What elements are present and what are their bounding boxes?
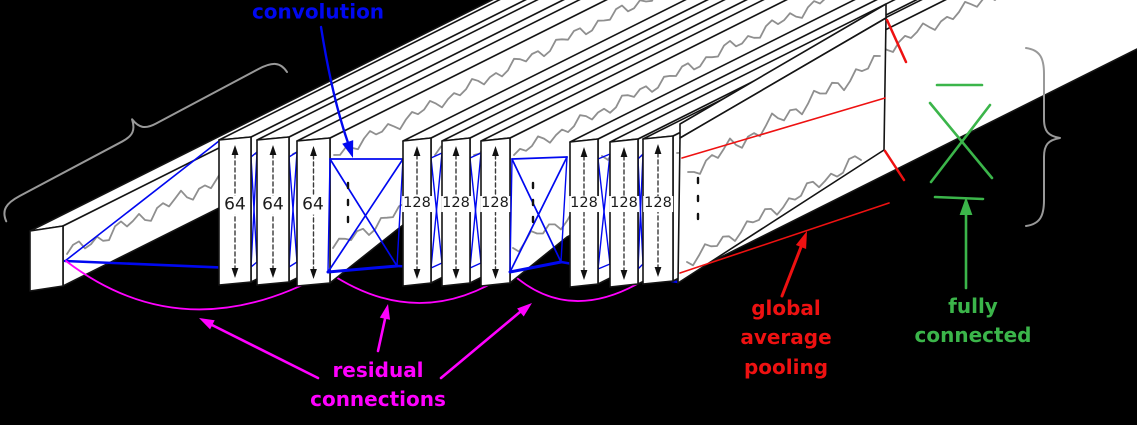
residual-annotation-arrow-shaft <box>439 310 522 380</box>
conv-x-connector-2-left <box>509 158 513 273</box>
bowtie-diag <box>288 151 298 268</box>
depth-arrow-head <box>452 146 460 156</box>
bowtie-bottom <box>597 263 611 270</box>
depth-arrow-head <box>654 144 662 154</box>
bowtie-top <box>250 151 258 158</box>
depth-arrow-head <box>492 146 499 156</box>
bowtie-bottom <box>430 262 443 269</box>
final-signal-squiggle <box>687 55 881 175</box>
residual-annotation-arrow-shaft <box>376 317 387 353</box>
bowtie-top <box>637 153 644 160</box>
gap-annotation-arrow-shaft <box>780 245 803 298</box>
conv-x-connector-1-diag <box>327 158 404 273</box>
fc-bottom-node-line <box>933 195 985 201</box>
output-brace <box>1025 47 1061 227</box>
gap-annotation-arrow-head <box>795 231 807 249</box>
convolution-annotation-arrow-shaft <box>319 25 349 144</box>
input-brace <box>3 62 288 223</box>
fc-cross-line <box>928 101 994 180</box>
fc-annotation-arrow-head <box>959 197 973 215</box>
plank-signal-squiggle <box>513 0 826 156</box>
conv-fan-line <box>64 140 220 262</box>
conv-x-connector-2-diag <box>511 158 562 263</box>
gap-line-across-face <box>681 97 886 159</box>
conv-x-connector-2-top <box>511 156 568 160</box>
bowtie-diag <box>469 152 482 269</box>
depth-arrow-head <box>310 269 317 279</box>
residual-annotation-arrow-shaft <box>210 323 320 380</box>
final-signal-squiggle <box>686 155 862 267</box>
depth-arrow-head <box>269 145 277 155</box>
depth-arrow-head <box>620 270 628 280</box>
depth-arrow-head <box>654 267 662 277</box>
bowtie-diag <box>637 153 644 270</box>
convolution-annotation-arrow-head <box>342 140 354 158</box>
bowtie-diag <box>250 151 258 268</box>
depth-arrow-head <box>580 270 588 280</box>
fc-cross-line <box>929 103 992 184</box>
residual-annotation-arrow-head <box>379 304 390 320</box>
final-block-side-face <box>677 17 887 284</box>
residual-arc-1 <box>65 260 329 311</box>
bowtie-diag <box>430 152 443 269</box>
gap-fan-segment <box>885 18 908 64</box>
conv-x-connector-1-bottom-thick <box>326 264 399 274</box>
depth-arrow-head <box>492 269 499 279</box>
conv-x-connector-1-right <box>396 158 404 267</box>
depth-arrow-head <box>231 145 239 155</box>
bowtie-top <box>597 153 611 160</box>
bowtie-top <box>469 152 482 159</box>
depth-arrow-head <box>269 268 277 278</box>
bowtie-bottom <box>288 261 298 268</box>
gap-fan-segment <box>883 149 906 182</box>
residual-annotation-arrow-head <box>517 303 532 317</box>
gap-line-lower <box>679 202 890 274</box>
input-plank-end-face <box>29 225 64 292</box>
conv-x-connector-2-bottom-thick <box>508 260 563 274</box>
bowtie-top <box>288 151 298 158</box>
depth-arrow-head <box>231 268 239 278</box>
bowtie-bottom <box>637 263 644 270</box>
residual-annotation-arrow-head <box>199 318 215 330</box>
plank-signal-squiggle <box>333 0 654 156</box>
bowtie-bottom <box>469 262 482 269</box>
bowtie-top <box>430 152 443 159</box>
depth-arrow-head <box>452 269 460 279</box>
depth-arrow-head <box>413 269 421 279</box>
conv-x-connector-1-diag <box>329 158 398 267</box>
conv-x-connector-2-diag <box>509 156 568 273</box>
depth-arrow-head <box>580 147 588 157</box>
bowtie-diag <box>597 153 611 270</box>
depth-arrow-head <box>620 147 628 157</box>
depth-arrow-head <box>310 146 317 156</box>
conv-x-connector-2-right <box>560 156 568 263</box>
conv-x-connector-1-left <box>327 158 331 273</box>
bowtie-bottom <box>250 261 258 268</box>
depth-arrow-head <box>413 146 421 156</box>
